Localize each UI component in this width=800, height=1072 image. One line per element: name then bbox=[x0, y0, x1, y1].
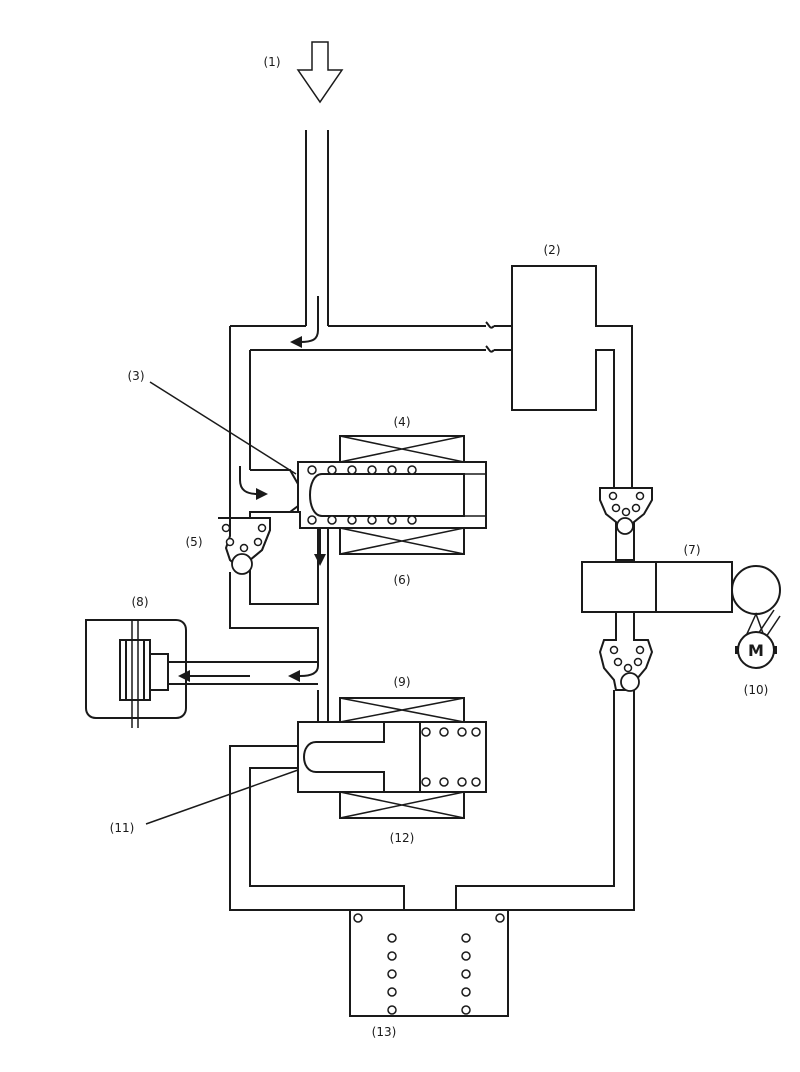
outlet-solenoid-valve bbox=[297, 697, 487, 819]
motor-letter: M bbox=[748, 641, 764, 660]
pump-7 bbox=[581, 560, 733, 640]
left-pipes bbox=[229, 326, 251, 518]
callout-12: (12) bbox=[390, 831, 415, 845]
leader-lines bbox=[145, 381, 299, 825]
callout-13: (13) bbox=[372, 1025, 397, 1039]
callout-6: (6) bbox=[394, 573, 411, 587]
inlet-arrow bbox=[296, 41, 344, 104]
wheel-cylinder-8 bbox=[85, 619, 318, 728]
callout-2: (2) bbox=[544, 243, 561, 257]
left-lower-pipes bbox=[229, 528, 329, 722]
callout-7: (7) bbox=[684, 543, 701, 557]
callout-11: (11) bbox=[110, 821, 135, 835]
callout-1: (1) bbox=[264, 55, 281, 69]
check-valve-left-5 bbox=[218, 511, 319, 605]
return-lines bbox=[229, 745, 405, 911]
inlet-pipe bbox=[305, 130, 329, 326]
supply-lines bbox=[230, 321, 512, 353]
callout-4: (4) bbox=[394, 415, 411, 429]
motor-10: M bbox=[731, 565, 781, 669]
callout-10: (10) bbox=[744, 683, 769, 697]
flow-arrows bbox=[178, 296, 326, 682]
check-valve-right-lower bbox=[598, 611, 654, 692]
callout-3: (3) bbox=[128, 369, 145, 383]
inlet-solenoid-valve bbox=[250, 435, 487, 555]
callout-8: (8) bbox=[132, 595, 149, 609]
right-pipe-lower bbox=[455, 690, 635, 911]
callout-5: (5) bbox=[186, 535, 203, 549]
check-valve-right-upper bbox=[599, 487, 653, 561]
reservoir-13 bbox=[349, 909, 509, 1017]
callout-9: (9) bbox=[394, 675, 411, 689]
